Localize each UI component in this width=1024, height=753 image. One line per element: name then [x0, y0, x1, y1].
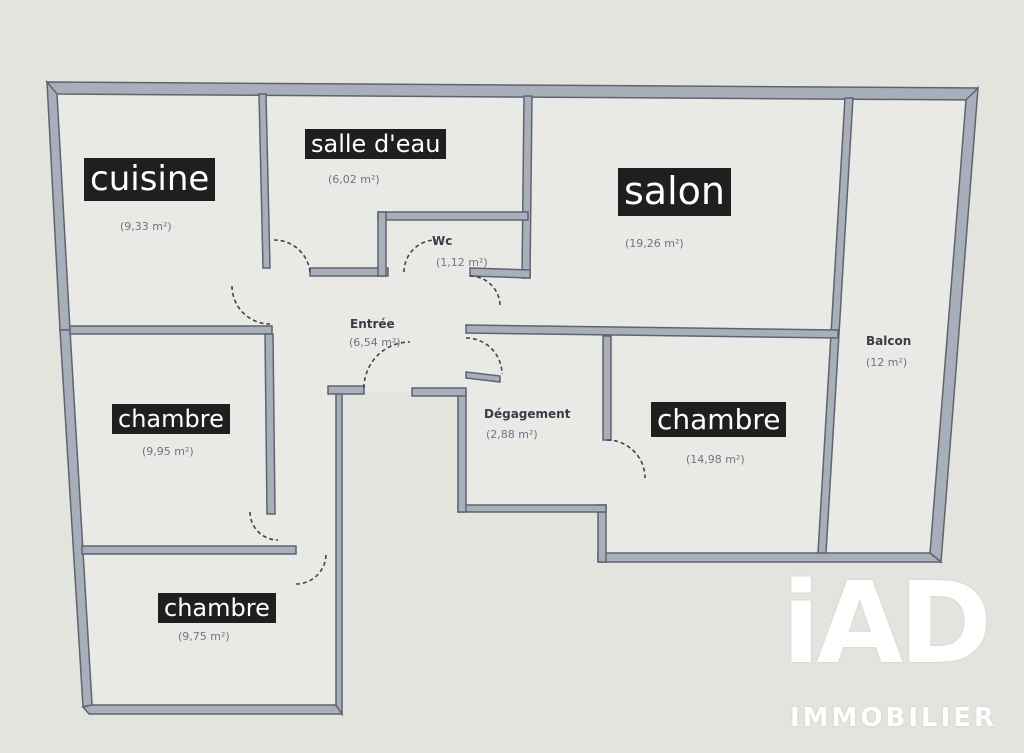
label-balcon: Balcon: [866, 334, 911, 348]
outer-walls: [45, 79, 979, 717]
area-cuisine: (9,33 m²): [120, 220, 172, 233]
door-swings: [231, 239, 646, 585]
iad-logo: iAD: [782, 559, 992, 689]
label-chambre-3: chambre: [158, 593, 276, 623]
label-degagement: Dégagement: [484, 407, 571, 421]
label-entree: Entrée: [350, 317, 395, 331]
area-wc: (1,12 m²): [436, 256, 488, 269]
area-chambre-2: (14,98 m²): [686, 453, 745, 466]
area-entree: (6,54 m²): [349, 336, 401, 349]
label-wc: Wc: [432, 234, 452, 248]
label-chambre-1: chambre: [112, 404, 230, 434]
label-salon: salon: [618, 168, 731, 216]
area-chambre-1: (9,95 m²): [142, 445, 194, 458]
interior-walls: [69, 93, 854, 555]
area-degagement: (2,88 m²): [486, 428, 538, 441]
area-salle-eau: (6,02 m²): [328, 173, 380, 186]
area-salon: (19,26 m²): [625, 237, 684, 250]
label-salle-eau: salle d'eau: [305, 129, 447, 159]
brand-subtitle: IMMOBILIER: [790, 703, 998, 733]
label-cuisine: cuisine: [84, 158, 216, 201]
area-chambre-3: (9,75 m²): [178, 630, 230, 643]
label-chambre-2: chambre: [651, 402, 787, 437]
area-balcon: (12 m²): [866, 356, 907, 369]
